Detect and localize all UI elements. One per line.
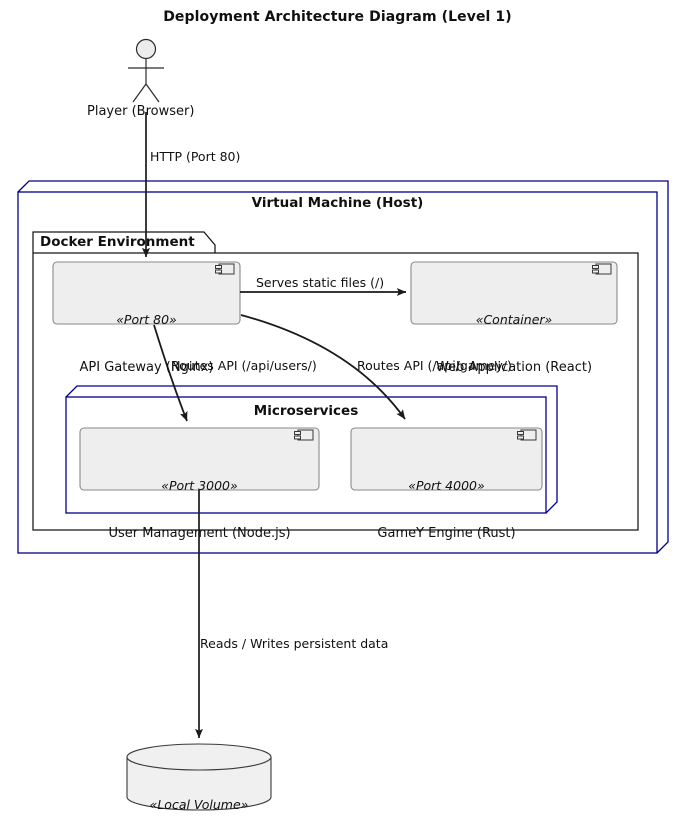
component-icon <box>517 429 537 441</box>
actor-player-label: Player (Browser) <box>87 104 195 119</box>
database-sqlite[interactable]: «Local Volume» SQLite Database <box>127 765 271 821</box>
component-user-management[interactable]: «Port 3000» User Management (Node.js) <box>80 446 319 574</box>
component-user-management-label: User Management (Node.js) <box>108 526 291 541</box>
component-user-management-shape[interactable] <box>79 427 320 491</box>
component-api-gateway-shape[interactable] <box>52 261 241 325</box>
component-api-gateway[interactable]: «Port 80» API Gateway (Nginx) <box>53 280 240 408</box>
edge-label-serves-static-files: Serves static files (/) <box>256 275 385 290</box>
component-api-gateway-label: API Gateway (Nginx) <box>79 360 214 375</box>
edge-label-routes-api-gamey: Routes API (/api/gamey/) <box>357 358 512 373</box>
component-web-application-label: Web Application (React) <box>435 360 593 375</box>
component-gamey-engine-label: GameY Engine (Rust) <box>377 526 516 541</box>
virtual-machine-label: Virtual Machine (Host) <box>251 195 424 211</box>
actor-player-glyph <box>128 38 164 103</box>
component-icon <box>215 263 235 275</box>
component-gamey-engine-shape[interactable] <box>350 427 543 491</box>
edge-label-reads-writes-persistent-data: Reads / Writes persistent data <box>200 636 389 651</box>
edge-gateway-to-gamey-engine <box>240 314 406 420</box>
edge-label-routes-api-users: Routes API (/api/users/) <box>171 358 317 373</box>
edge-gateway-to-user-management <box>153 324 188 422</box>
edge-label-http-port-80: HTTP (Port 80) <box>150 149 241 164</box>
docker-environment-label: Docker Environment <box>40 234 195 250</box>
component-api-gateway-stereotype: «Port 80» <box>116 312 177 327</box>
database-sqlite-shape[interactable] <box>126 743 272 811</box>
database-sqlite-stereotype: «Local Volume» <box>149 797 249 812</box>
component-gamey-engine[interactable]: «Port 4000» GameY Engine (Rust) <box>351 446 542 574</box>
diagram-title: Deployment Architecture Diagram (Level 1… <box>163 9 512 25</box>
component-web-application[interactable]: «Container» Web Application (React) <box>411 280 617 408</box>
component-web-application-shape[interactable] <box>410 261 618 325</box>
component-gamey-engine-stereotype: «Port 4000» <box>408 478 485 493</box>
component-user-management-stereotype: «Port 3000» <box>161 478 238 493</box>
component-icon <box>294 429 314 441</box>
microservices-label: Microservices <box>253 403 359 419</box>
component-icon <box>592 263 612 275</box>
component-web-application-stereotype: «Container» <box>475 312 553 327</box>
